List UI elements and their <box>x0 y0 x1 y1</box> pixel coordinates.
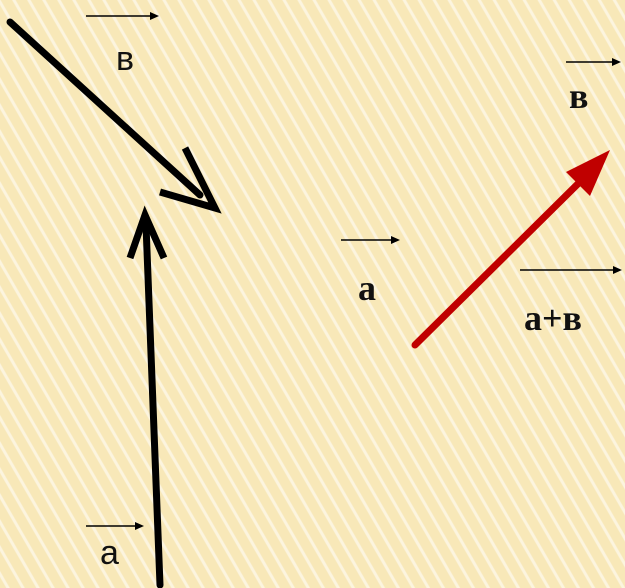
vector-sum-head <box>566 150 610 196</box>
vector-b-head <box>159 146 222 214</box>
overbar-arrow-middle-a <box>341 236 400 244</box>
vector-a-shaft <box>142 221 164 588</box>
overbar-arrow-sum <box>520 266 622 274</box>
overbar-arrow-right-b <box>566 58 621 66</box>
overbar-arrow-left-b <box>86 12 159 20</box>
label-right-b: в <box>569 76 589 116</box>
vector-b-shaft <box>6 18 204 199</box>
vector-sum-shaft <box>411 158 604 349</box>
label-left-b: в <box>116 40 135 78</box>
label-middle-a: a <box>358 268 376 308</box>
vector-a-head <box>126 205 168 260</box>
label-sum: a+в <box>524 298 582 338</box>
overbar-arrow-left-a <box>86 522 144 530</box>
label-left-a: a <box>100 534 119 572</box>
